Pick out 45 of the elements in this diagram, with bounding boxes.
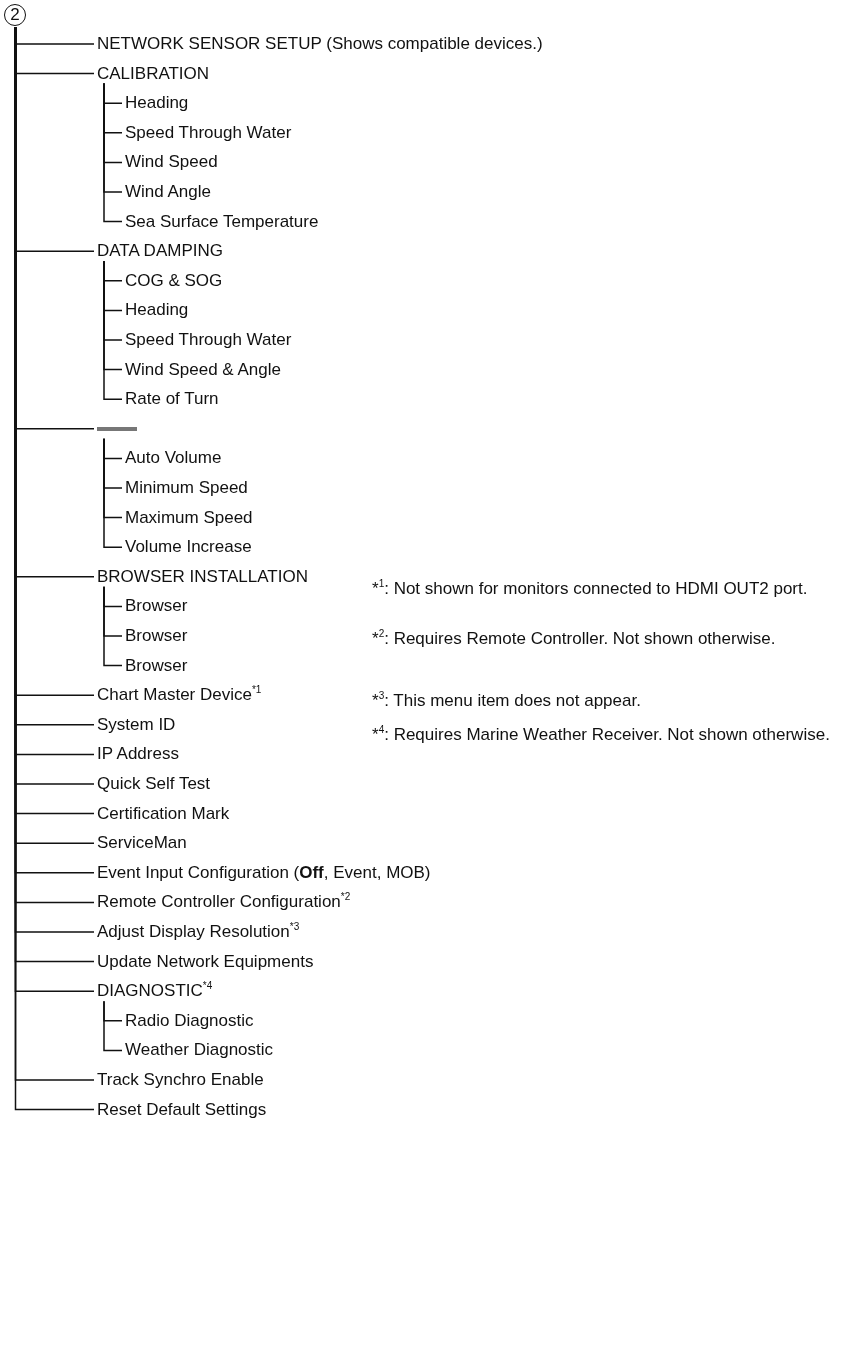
menu-item: Wind Angle (125, 182, 211, 201)
menu-item: Heading (125, 93, 189, 113)
menu-item: Track Synchro Enable (97, 1070, 264, 1089)
footnote: *$^{2}$: Requires Remote Controller. Not shown otherwise. (372, 628, 777, 649)
menu-item: IP Address (97, 744, 179, 764)
menu-item: BROWSER INSTALLATION (97, 566, 308, 586)
menu-item: Certification Mark (97, 803, 230, 823)
menu-item: Minimum Speed (125, 478, 248, 497)
menu-item: Browser (125, 596, 188, 616)
menu-item: COG & SOG (125, 270, 223, 290)
menu-item: Adjust Display Resolution$^{*3}$ (97, 922, 300, 941)
menu-item: Sea Surface Temperature (125, 211, 319, 231)
menu-item: Update Network Equipments (97, 951, 314, 971)
menu-item: ServiceMan (97, 833, 187, 853)
menu-item: System ID (97, 714, 176, 734)
menu-item: DIAGNOSTIC$^{*4}$ (97, 981, 213, 1001)
menu-item: Maximum Speed (125, 507, 253, 527)
menu-item: Radio Diagnostic (125, 1010, 254, 1030)
footnote: *$^{3}$: This menu item does not appear. (372, 690, 642, 711)
tree-connector (103, 438, 123, 548)
menu-item: Event Input Configuration (Off, Event, MOB) (97, 862, 431, 882)
menu-item: Weather Diagnostic (125, 1040, 274, 1060)
footnote: *$^{4}$: Requires Marine Weather Receiver. Not shown otherwise. (372, 724, 831, 745)
menu-item: Wind Speed (125, 152, 218, 172)
menu-item: Wind Speed & Angle (125, 359, 281, 379)
menu-item: DATA DAMPING (97, 241, 223, 261)
menu-item: Browser (125, 626, 188, 645)
tree-connector (103, 1000, 123, 1052)
menu-item: CALIBRATION (97, 63, 210, 83)
menu-item: Speed Through Water (125, 330, 292, 349)
menu-item: Heading (125, 300, 189, 320)
menu-item: Volume Increase (125, 537, 252, 557)
tree-connector (103, 82, 123, 223)
menu-item: Speed Through Water (125, 122, 292, 142)
menu-item: NETWORK SENSOR SETUP (Shows compatible devices.) (97, 34, 543, 53)
menu-item: Chart Master Device$^{*1}$ (97, 685, 262, 705)
footnote: *$^{1}$: Not shown for monitors connected to HDMI OUT2 port. (372, 578, 809, 599)
menu-item: Quick Self Test (97, 774, 211, 793)
menu-item: Remote Controller Configuration$^{*2}$ (97, 892, 351, 912)
menu-item: Browser (125, 655, 188, 675)
tree-connector (103, 586, 123, 667)
menu-item: Reset Default Settings (97, 1099, 267, 1119)
tree-connector (103, 260, 123, 400)
menu-item: Rate of Turn (125, 389, 219, 409)
menu-item: Auto Volume (125, 448, 222, 468)
